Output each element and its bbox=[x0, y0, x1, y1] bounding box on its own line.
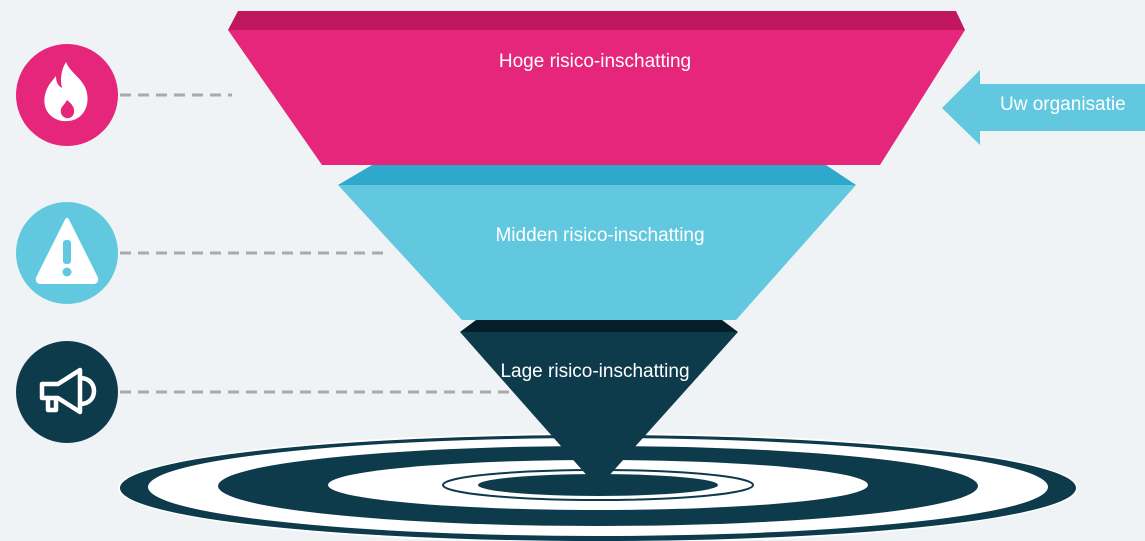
organisation-pointer-arrow bbox=[942, 70, 1145, 145]
tier-high-body bbox=[228, 30, 965, 165]
funnel-tier-high bbox=[228, 11, 965, 165]
tier-low-top bbox=[460, 320, 738, 332]
connector-lines bbox=[120, 93, 510, 394]
fire-icon bbox=[16, 44, 118, 146]
tier-mid-top bbox=[338, 165, 856, 185]
funnel-tier-low bbox=[460, 320, 738, 488]
tier-low-label: Lage risico-inschatting bbox=[500, 361, 690, 382]
megaphone-icon bbox=[16, 341, 118, 443]
tier-low-body bbox=[460, 332, 738, 488]
tier-mid-label: Midden risico-inschatting bbox=[495, 225, 705, 246]
warning-icon bbox=[16, 202, 118, 304]
organisation-pointer-label: Uw organisatie bbox=[1000, 94, 1126, 115]
tier-high-label: Hoge risico-inschatting bbox=[498, 51, 692, 72]
funnel-tier-mid bbox=[338, 165, 856, 320]
tier-mid-body bbox=[338, 185, 856, 320]
tier-high-top bbox=[228, 11, 965, 30]
